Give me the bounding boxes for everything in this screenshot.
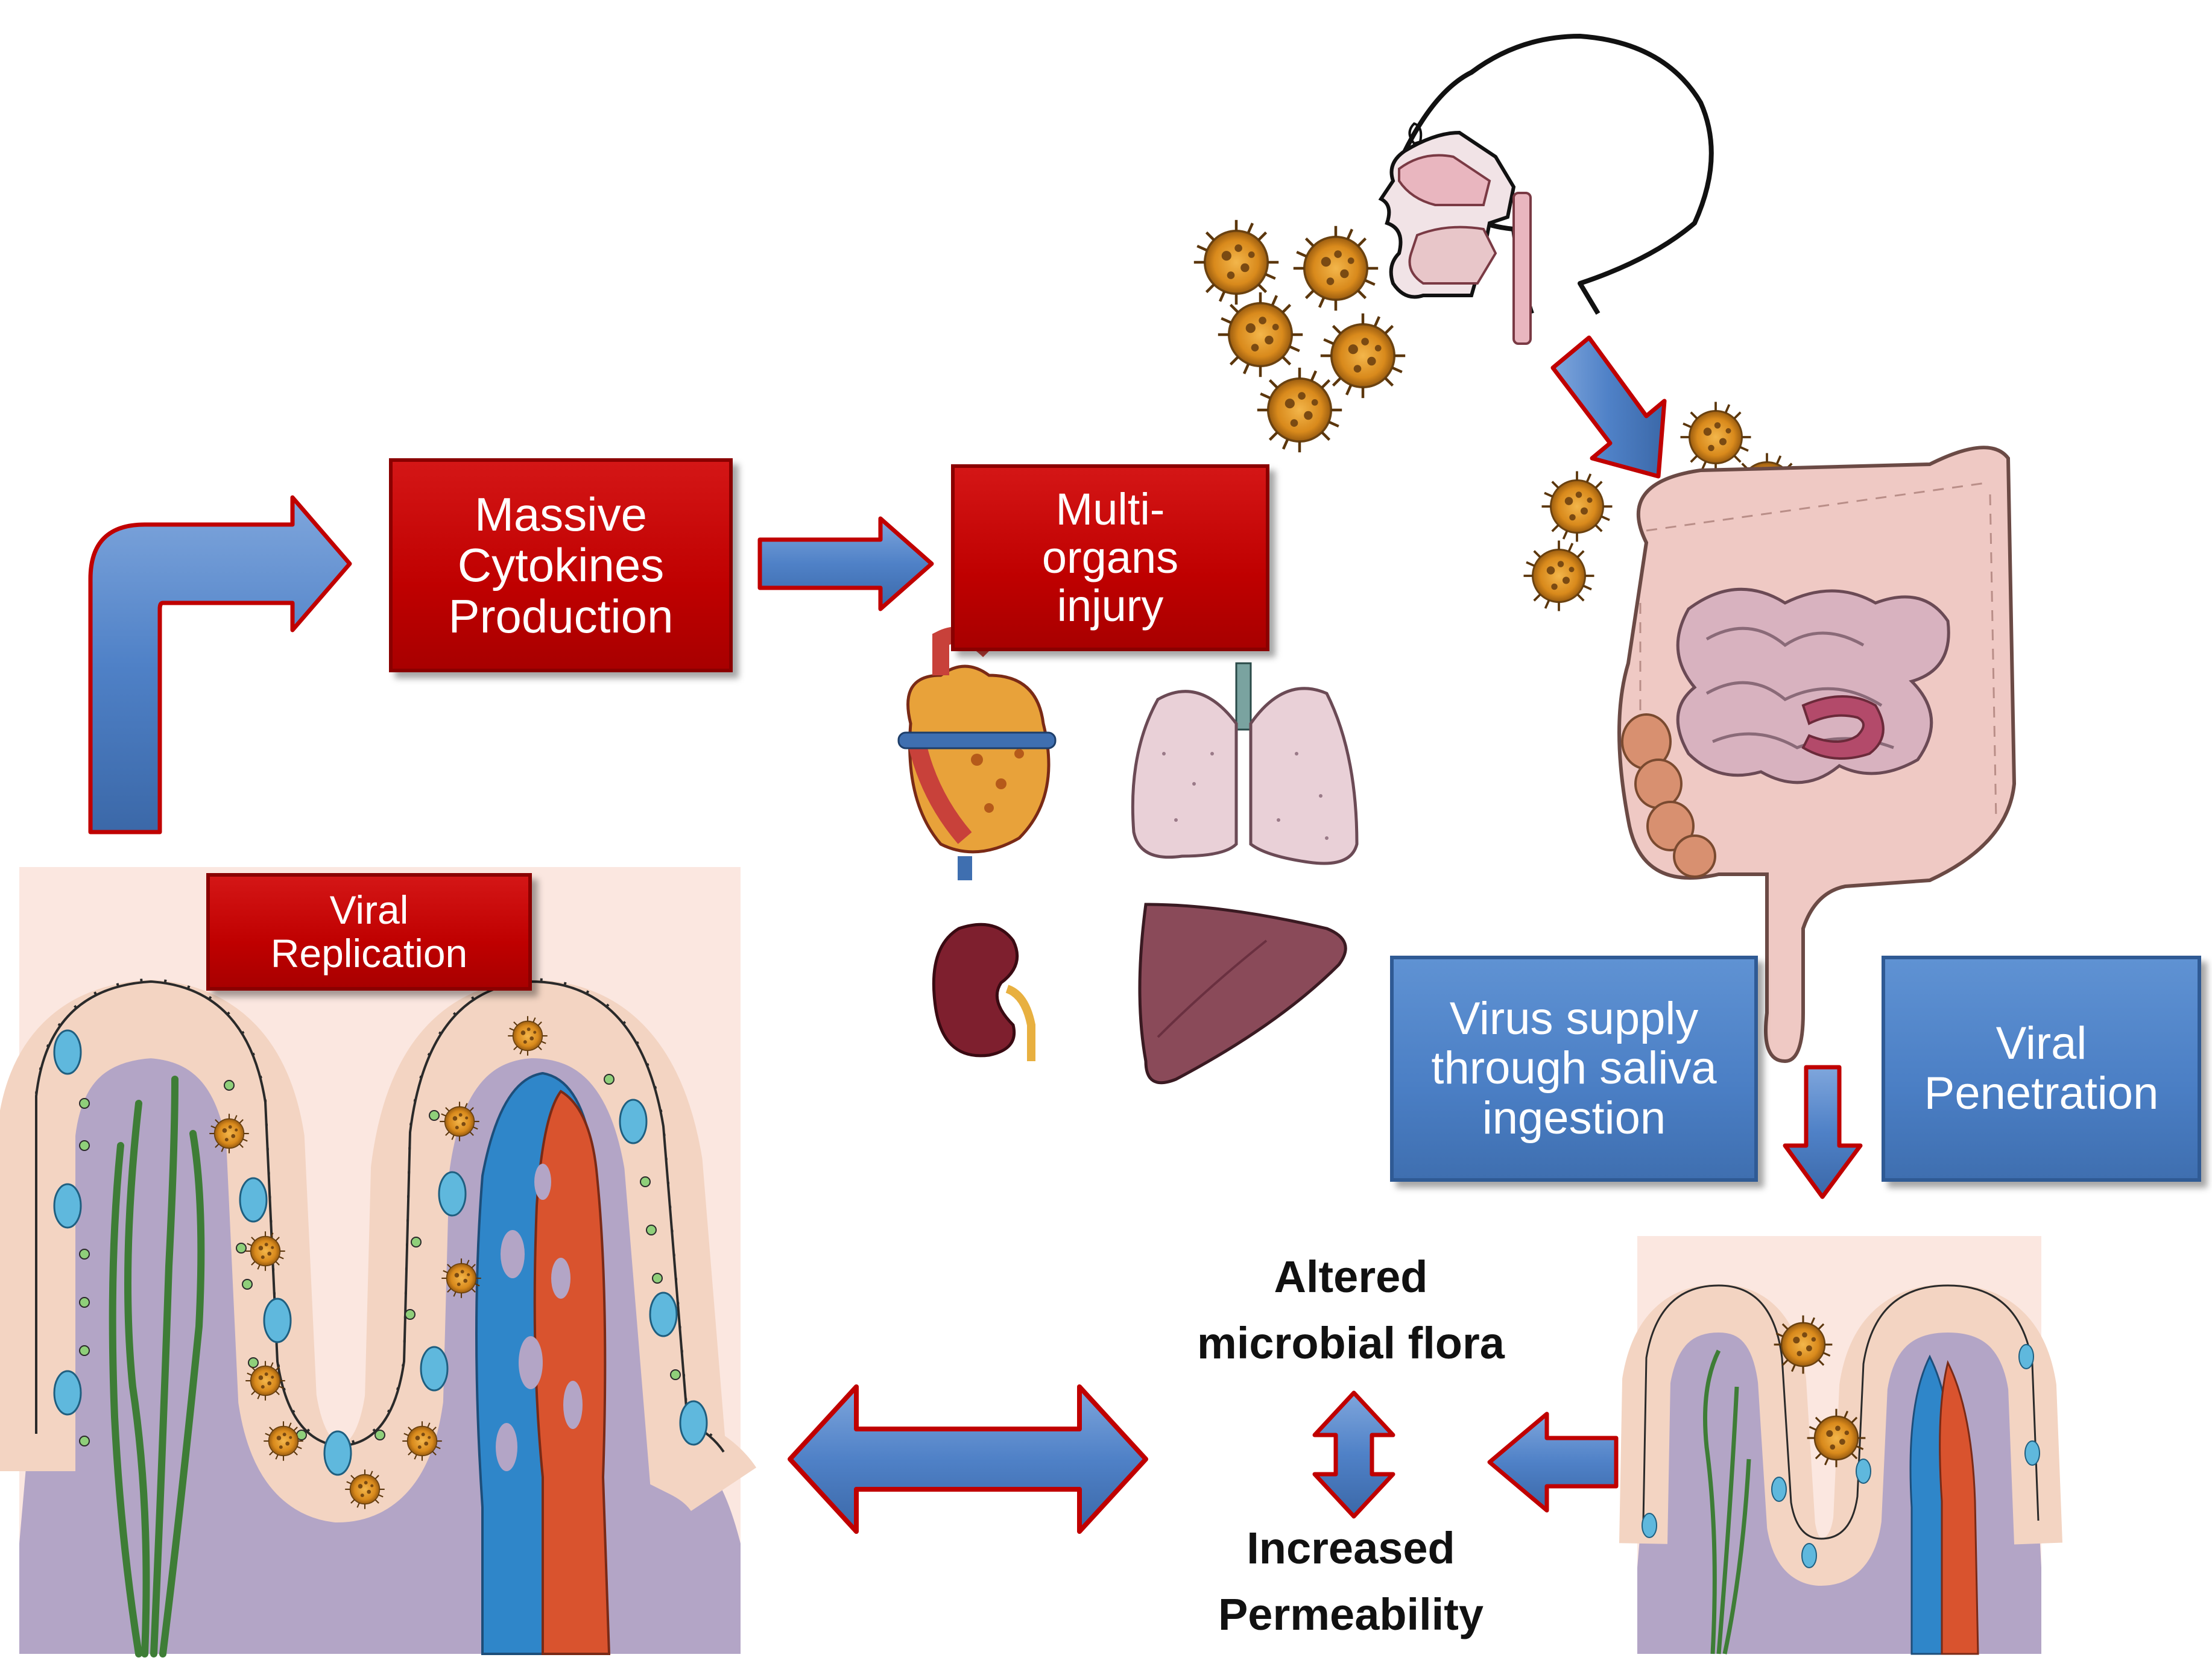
cytokines-line-3: Production: [448, 589, 674, 643]
multi-organs-injury-box: Multi- organs injury: [951, 464, 1269, 651]
kidney-icon: [932, 923, 1035, 1061]
viral-penetration-box: Viral Penetration: [1882, 956, 2201, 1182]
microbial-flora-label: microbial flora: [1197, 1318, 1505, 1368]
increased-label: Increased: [1247, 1523, 1455, 1573]
cytokines-line-1: Massive: [474, 488, 648, 541]
multiorgan-line-3: injury: [1057, 580, 1164, 631]
liver-icon: [1138, 903, 1347, 1085]
head-profile-icon: [1378, 34, 1714, 345]
lungs-icon: [1131, 662, 1359, 865]
multiorgan-line-2: organs: [1041, 532, 1179, 583]
penetration-line-2: Penetration: [1924, 1067, 2159, 1119]
virus-supply-saliva-box: Virus supply through saliva ingestion: [1390, 956, 1758, 1182]
intestinal-villi-small-icon: [1619, 1236, 2062, 1655]
viral-rep-line-1: Viral: [329, 888, 409, 933]
altered-label: Altered: [1274, 1252, 1428, 1302]
intestinal-villi-icon: [0, 867, 757, 1657]
heart-icon: [897, 626, 1057, 880]
viral-replication-box: Viral Replication: [206, 873, 532, 991]
saliva-line-2: through saliva: [1431, 1042, 1717, 1094]
lacteal-icon: [109, 1076, 205, 1657]
arrow-left-to-flora: [1487, 1411, 1619, 1513]
arrow-right-cytokines-to-organs: [757, 516, 934, 611]
massive-cytokines-production-box: Massive Cytokines Production: [389, 458, 733, 672]
viral-rep-line-2: Replication: [270, 930, 468, 976]
arrow-down-penetration: [1783, 1065, 1863, 1199]
saliva-line-3: ingestion: [1482, 1092, 1666, 1144]
saliva-line-1: Virus supply: [1449, 993, 1699, 1045]
multiorgan-line-1: Multi-: [1055, 484, 1165, 535]
double-arrow-vertical: [1312, 1390, 1395, 1519]
permeability-label: Permeability: [1218, 1589, 1484, 1639]
intestine-icon: [1617, 446, 2017, 1064]
penetration-line-1: Viral: [1996, 1018, 2087, 1070]
cytokines-line-2: Cytokines: [457, 538, 665, 592]
double-arrow-horizontal: [788, 1384, 1148, 1534]
arrow-diagonal-head-to-intestine: [1550, 335, 1667, 479]
curved-up-right-arrow: [88, 495, 352, 834]
